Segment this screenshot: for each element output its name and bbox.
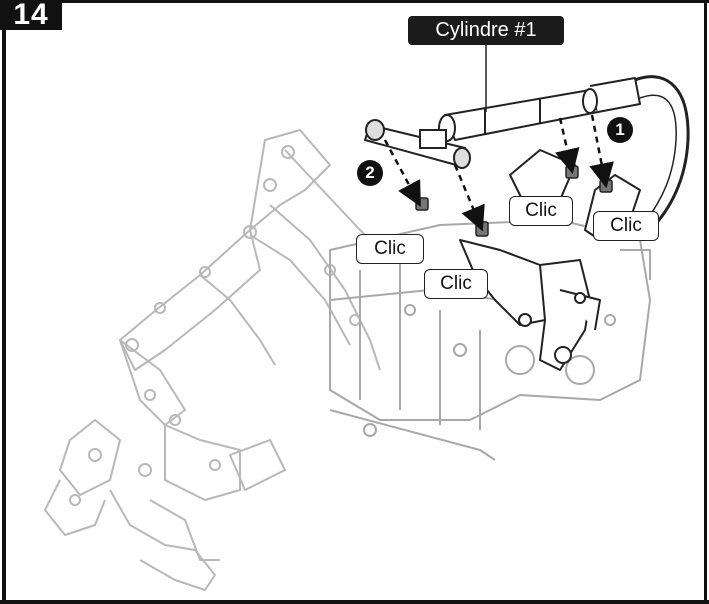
arrow-pin-b [453, 164, 485, 232]
linkage-mechanism [459, 149, 641, 371]
arrow-pin-d [589, 114, 614, 189]
cylinder-label: Cylindre #1 [408, 16, 564, 45]
clic-callout-left: Clic [356, 234, 424, 264]
assembly-arrows [383, 114, 614, 232]
frame-border-left [2, 28, 6, 604]
step-marker-1: 1 [607, 117, 633, 143]
arrow-pin-c [555, 117, 580, 175]
frame-border-bottom [0, 600, 709, 604]
step-number-badge: 14 [0, 0, 62, 30]
cylinder-1 [438, 75, 690, 232]
frame-border-right [704, 0, 707, 604]
clic-callout-upper-middle: Clic [509, 196, 573, 226]
step-marker-2: 2 [357, 160, 383, 186]
clic-callout-lower-middle: Clic [424, 269, 488, 299]
cylinder-2 [364, 119, 471, 169]
clic-callout-right: Clic [593, 211, 659, 241]
frame-border-top [60, 0, 709, 3]
excavator-arm [44, 129, 381, 591]
